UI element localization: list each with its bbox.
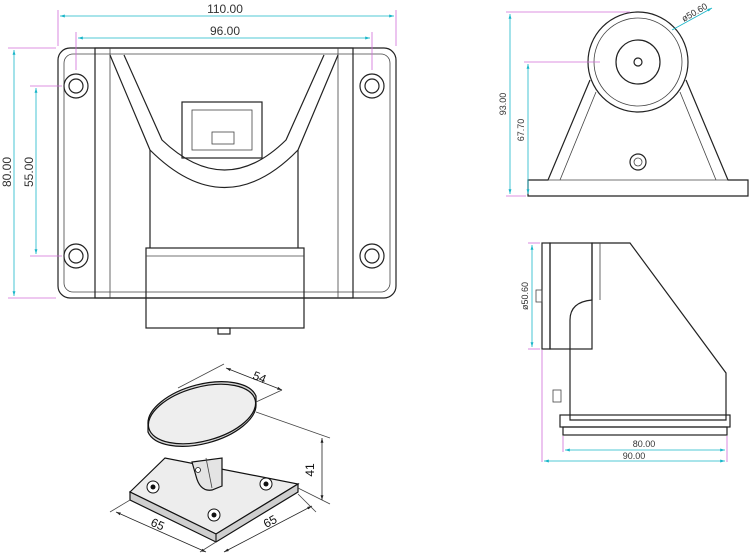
dim-height-overall: 80.00	[0, 157, 14, 187]
support-post	[191, 457, 223, 491]
side-view: 93.00 67.70 ø50.60	[498, 1, 749, 197]
dim-width-overall: 110.00	[207, 2, 243, 16]
bracket-arm	[109, 54, 339, 189]
iso-dim-diameter: 54	[251, 368, 269, 386]
bottom-view: ø50.60 80.00 90.00	[520, 242, 731, 463]
arm-profile	[569, 242, 727, 421]
dim-bottom-overall: 90.00	[623, 451, 646, 461]
magnet-body	[145, 247, 305, 329]
dim-bottom-inner: 80.00	[633, 439, 656, 449]
support-base	[527, 79, 749, 197]
inner-frame	[94, 47, 354, 299]
dim-height-holes: 55.00	[22, 157, 36, 187]
magnet-face	[587, 11, 689, 113]
switch-box	[181, 101, 263, 159]
iso-dim-height: 41	[303, 463, 317, 477]
dim-side-center: 67.70	[516, 119, 526, 142]
mounting-hole	[63, 73, 89, 99]
iso-dim-base-right: 65	[261, 512, 280, 531]
dim-bottom-diameter: ø50.60	[520, 282, 530, 310]
mounting-plate	[57, 47, 397, 299]
dim-width-inner: 96.00	[210, 24, 240, 38]
dim-side-height: 93.00	[498, 93, 508, 116]
isometric-view: 54 41 65 65	[109, 363, 331, 553]
front-view: 110.00 96.00 80.00 55.00	[0, 2, 397, 335]
magnet-disc	[147, 383, 257, 445]
iso-dim-base-left: 65	[149, 515, 167, 533]
magnet-plate	[541, 242, 551, 350]
mounting-hole	[359, 243, 385, 269]
mounting-hole	[63, 243, 89, 269]
mounting-hole	[359, 73, 385, 99]
